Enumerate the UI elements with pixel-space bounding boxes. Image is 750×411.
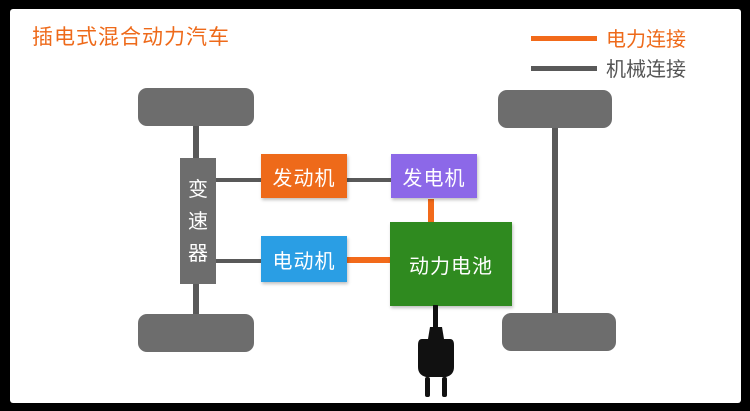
mech-link-engine-generator: [346, 178, 392, 182]
transmission-char: 器: [188, 241, 208, 265]
plug-icon: [418, 305, 454, 397]
legend-mechanical-line: [531, 66, 597, 71]
wheel-rear-right: [502, 313, 616, 351]
mech-link-transmission-motor: [216, 259, 262, 263]
diagram-canvas: 插电式混合动力汽车 电力连接 机械连接 变 速 器 发动机 发电机 电动机 动力…: [10, 9, 741, 403]
generator-box: 发电机: [391, 154, 477, 198]
elec-link-generator-battery: [428, 199, 434, 223]
motor-label: 电动机: [272, 248, 336, 273]
engine-label: 发动机: [272, 165, 336, 190]
transmission-char: 速: [188, 209, 208, 233]
transmission-char: 变: [188, 177, 208, 201]
generator-label: 发电机: [402, 165, 466, 190]
legend-electric-line: [531, 36, 597, 41]
battery-label: 动力电池: [409, 253, 493, 278]
diagram-title: 插电式混合动力汽车: [32, 25, 230, 49]
rear-axle: [552, 121, 558, 316]
transmission-box: 变 速 器: [180, 158, 216, 284]
legend-mechanical-label: 机械连接: [606, 57, 686, 81]
wheel-rear-left: [138, 314, 254, 352]
engine-box: 发动机: [261, 154, 347, 198]
wheel-front-right: [498, 90, 612, 128]
battery-box: 动力电池: [390, 222, 512, 306]
elec-link-motor-battery: [346, 257, 392, 263]
legend-electric-label: 电力连接: [606, 27, 686, 51]
motor-box: 电动机: [261, 236, 347, 282]
wheel-front-left: [138, 88, 254, 126]
mech-link-transmission-engine: [216, 178, 262, 182]
